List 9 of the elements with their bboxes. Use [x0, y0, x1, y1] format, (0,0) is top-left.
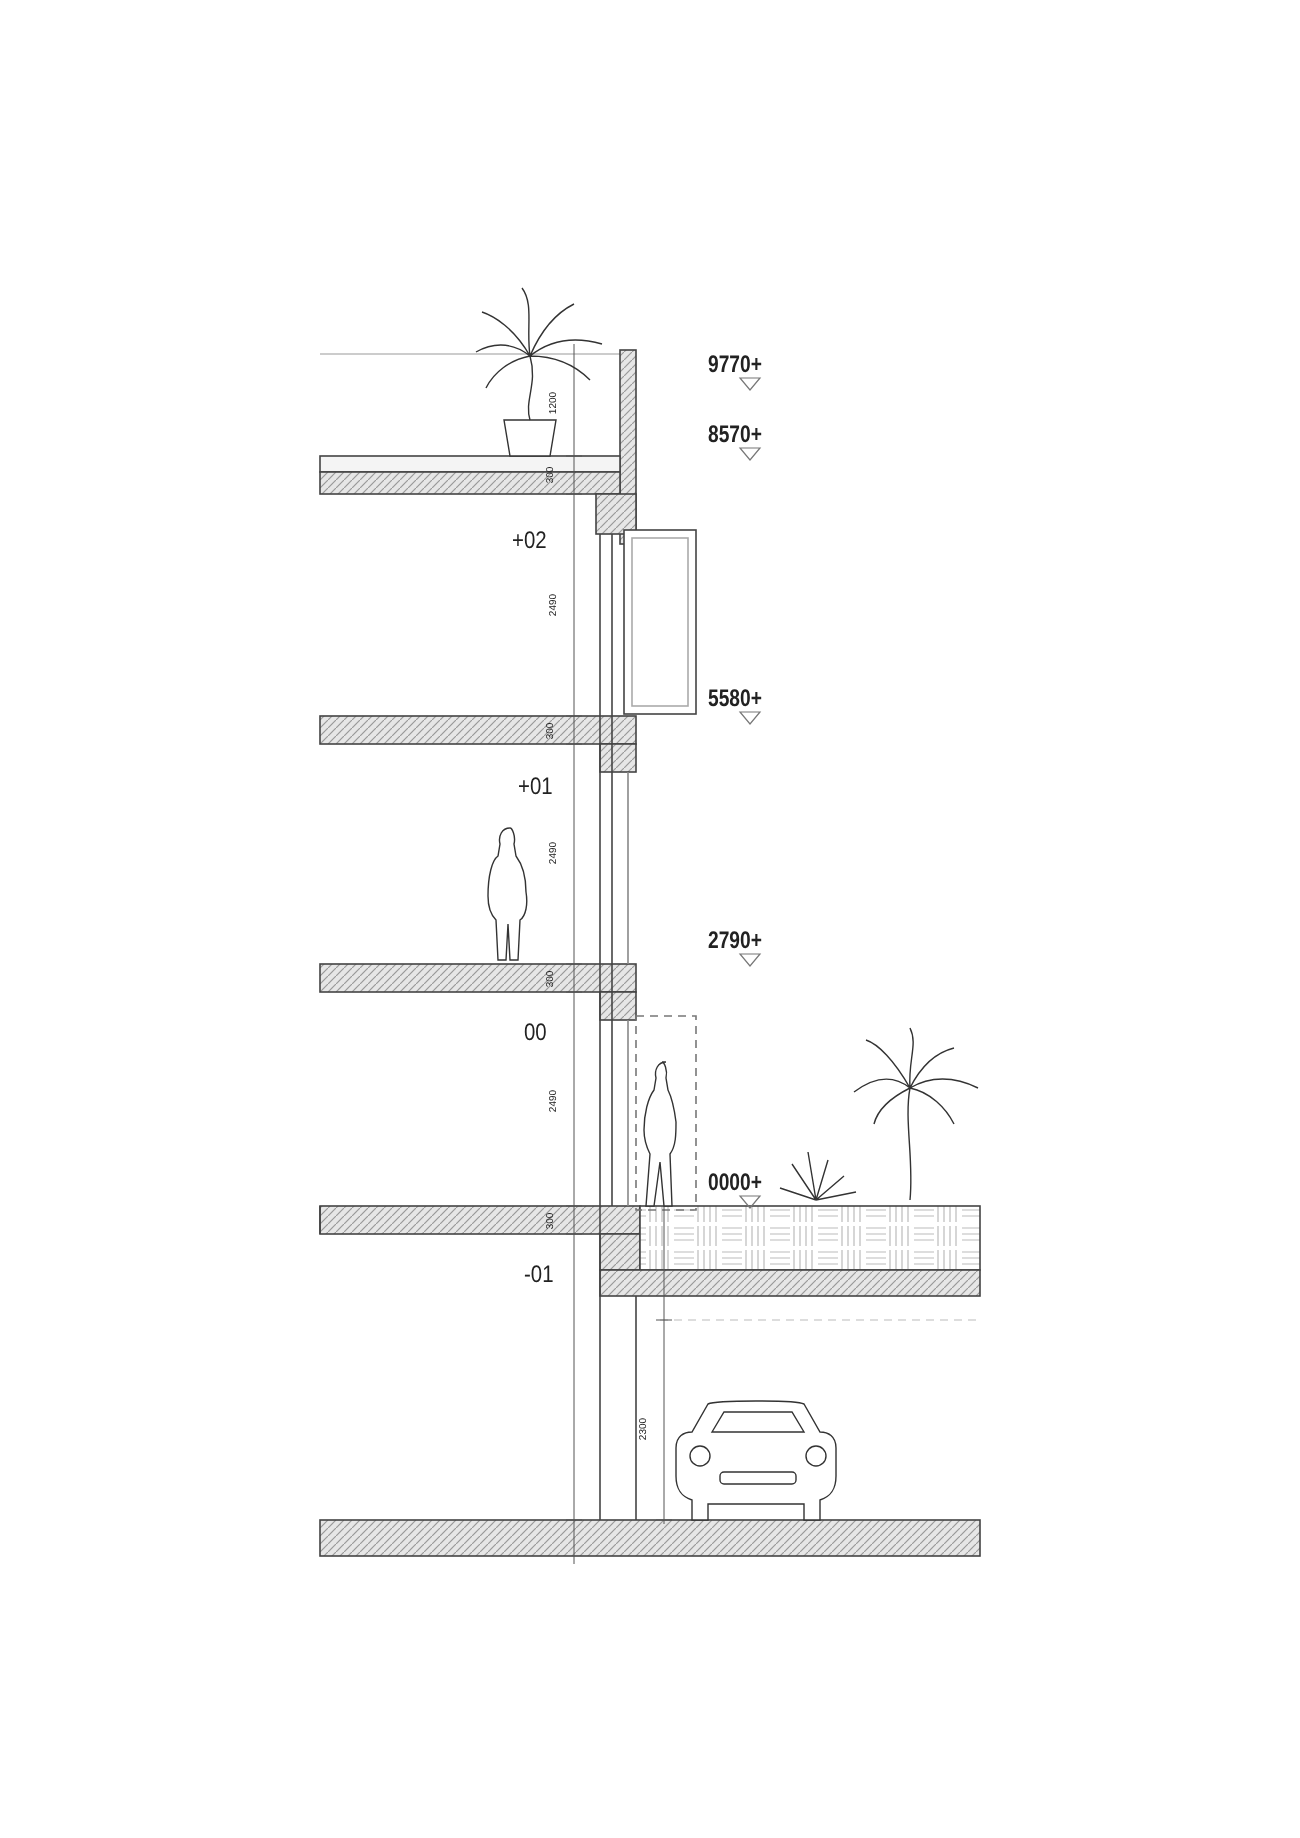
floor-number: -01 [524, 1262, 554, 1286]
floor-number: 00 [524, 1020, 547, 1044]
level-elevation: 9770+ [708, 352, 762, 376]
level-elevation: 8570+ [708, 422, 762, 446]
level-elevation: 5580+ [708, 686, 762, 710]
floor-number: +01 [518, 774, 553, 798]
floor-number: +02 [512, 528, 547, 552]
level-elevation: 0000+ [708, 1170, 762, 1194]
level-elevation: 2790+ [708, 928, 762, 952]
